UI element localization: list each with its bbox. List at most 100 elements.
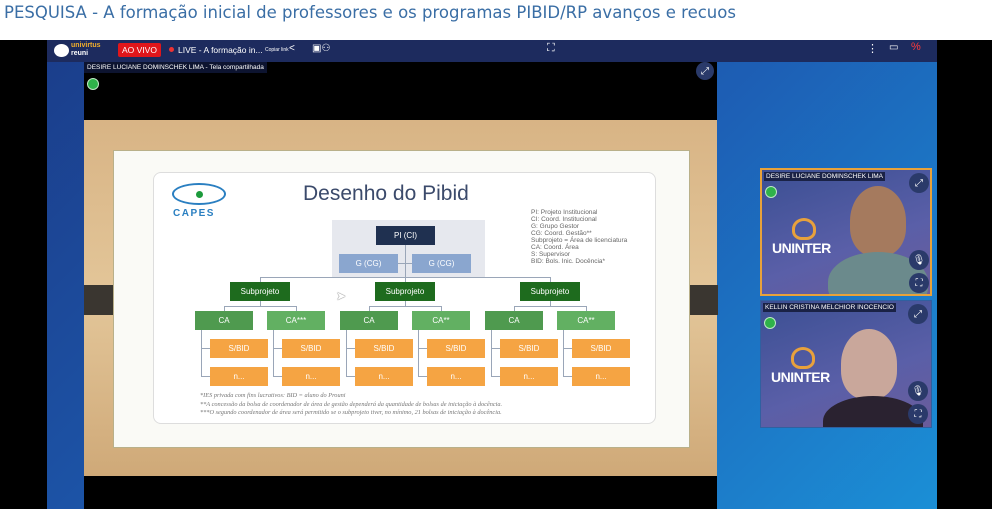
connector-line — [514, 306, 515, 311]
connector-line — [201, 348, 210, 349]
legend-item: PI: Projeto Institucional — [531, 209, 598, 216]
sbid-node: S/BID — [355, 339, 413, 358]
fullscreen-icon[interactable]: ⛶ — [909, 273, 929, 293]
connector-line — [201, 330, 202, 377]
ca-node: CA — [485, 311, 543, 330]
uninter-logo: UNINTER — [772, 240, 831, 256]
connector-line — [224, 306, 225, 311]
connector-line — [201, 376, 210, 377]
legend-item: CA: Coord. Área — [531, 244, 579, 251]
brand-top: univirtus — [71, 42, 101, 49]
footnote: ***O segundo coordenador de área será pe… — [200, 409, 502, 416]
legend-item: G: Grupo Gestor — [531, 223, 580, 230]
connection-ok-icon — [765, 186, 777, 198]
group-node: G (CG) — [412, 254, 471, 273]
footnotes: *IES privada com fins lucrativos: BID = … — [200, 392, 502, 418]
capes-logo-icon — [172, 183, 226, 205]
expand-icon[interactable]: ⤢ — [909, 173, 929, 193]
connector-line — [224, 306, 297, 307]
more-options-icon[interactable]: ⋮ — [867, 43, 878, 55]
participant-name: DESIRE LUCIANE DOMINSCHEK LIMA — [764, 172, 886, 181]
connector-line — [418, 348, 427, 349]
subproject-node: Subprojeto — [375, 282, 435, 301]
connector-line — [369, 306, 370, 311]
live-badge: AO VIVO — [118, 43, 161, 57]
ca-node: CA*** — [267, 311, 325, 330]
live-title: LIVE - A formação in... — [178, 45, 263, 55]
connector-line — [491, 376, 500, 377]
camera-off-icon[interactable]: % — [911, 41, 921, 53]
slide-title: Desenho do Pibid — [303, 182, 469, 205]
sbid-node: S/BID — [210, 339, 268, 358]
expand-icon[interactable]: ⤢ — [908, 304, 928, 324]
brand-bottom: reuni — [71, 50, 89, 57]
connector-line — [346, 330, 347, 377]
uninter-logo: UNINTER — [771, 369, 830, 385]
connector-line — [418, 376, 427, 377]
n-node: n... — [210, 367, 268, 386]
connector-line — [491, 330, 492, 377]
mouse-cursor-icon: ➤ — [336, 289, 347, 303]
fullscreen-icon[interactable]: ⛶ — [908, 404, 928, 424]
sbid-node: S/BID — [427, 339, 485, 358]
connector-line — [346, 348, 355, 349]
connector-line — [514, 306, 587, 307]
participant-tile[interactable]: DESIRE LUCIANE DOMINSCHEK LIMA UNINTER ⤢… — [760, 168, 932, 296]
footnote: *IES privada com fins lucrativos: BID = … — [200, 392, 346, 399]
connector-line — [563, 348, 572, 349]
ca-node: CA — [340, 311, 398, 330]
connector-line — [260, 277, 261, 282]
ca-node: CA** — [412, 311, 470, 330]
connection-ok-icon — [87, 78, 99, 90]
chat-icon[interactable]: ▭ — [889, 42, 899, 53]
capes-dot — [196, 191, 203, 198]
connection-ok-icon — [764, 317, 776, 329]
top-bar — [47, 40, 937, 62]
participant-name: KELLIN CRISTINA MELCHIOR INOCENCIO — [763, 303, 896, 312]
n-node: n... — [500, 367, 558, 386]
share-icon[interactable]: < — [289, 43, 295, 54]
participant-video — [850, 186, 906, 256]
legend-item: CI: Coord. Institucional — [531, 216, 597, 223]
microphone-icon[interactable]: 🎙 — [909, 250, 929, 270]
chat-logo-icon — [54, 44, 69, 57]
connector-line — [273, 348, 282, 349]
n-node: n... — [355, 367, 413, 386]
share-label: DESIRE LUCIANE DOMINSCHEK LIMA - Tela co… — [84, 62, 267, 73]
fullscreen-icon[interactable]: ⛶ — [547, 42, 555, 54]
connector-line — [550, 301, 551, 306]
legend-item: Subprojeto = Área de licenciatura — [531, 237, 628, 244]
capes-logo-text: CAPES — [173, 208, 215, 219]
participants-icon[interactable]: ▣⚇ — [312, 43, 331, 54]
ca-node: CA — [195, 311, 253, 330]
connector-line — [491, 348, 500, 349]
participant-tile[interactable]: KELLIN CRISTINA MELCHIOR INOCENCIO UNINT… — [760, 300, 932, 428]
uninter-globe-icon — [791, 347, 815, 369]
sbid-node: S/BID — [572, 339, 630, 358]
live-dot-icon — [169, 47, 174, 52]
legend-item: S: Supervisor — [531, 251, 571, 258]
connector-line — [586, 306, 587, 311]
participant-video — [841, 329, 897, 399]
connector-line — [441, 306, 442, 311]
connector-line — [550, 277, 551, 282]
connector-line — [273, 330, 274, 377]
connector-line — [369, 306, 442, 307]
sbid-node: S/BID — [500, 339, 558, 358]
connector-line — [563, 330, 564, 377]
connector-line — [418, 330, 419, 377]
group-node: G (CG) — [339, 254, 398, 273]
root-node: PI (CI) — [376, 226, 435, 245]
ca-node: CA** — [557, 311, 615, 330]
connector-line — [273, 376, 282, 377]
connector-line — [296, 306, 297, 311]
uninter-globe-icon — [792, 218, 816, 240]
n-node: n... — [427, 367, 485, 386]
connector-line — [398, 263, 412, 264]
copy-link-button[interactable]: Copiar link — [265, 47, 289, 53]
n-node: n... — [572, 367, 630, 386]
legend: PI: Projeto Institucional CI: Coord. Ins… — [531, 209, 627, 265]
sbid-node: S/BID — [282, 339, 340, 358]
expand-icon[interactable]: ⤢ — [696, 62, 714, 80]
microphone-icon[interactable]: 🎙 — [908, 381, 928, 401]
